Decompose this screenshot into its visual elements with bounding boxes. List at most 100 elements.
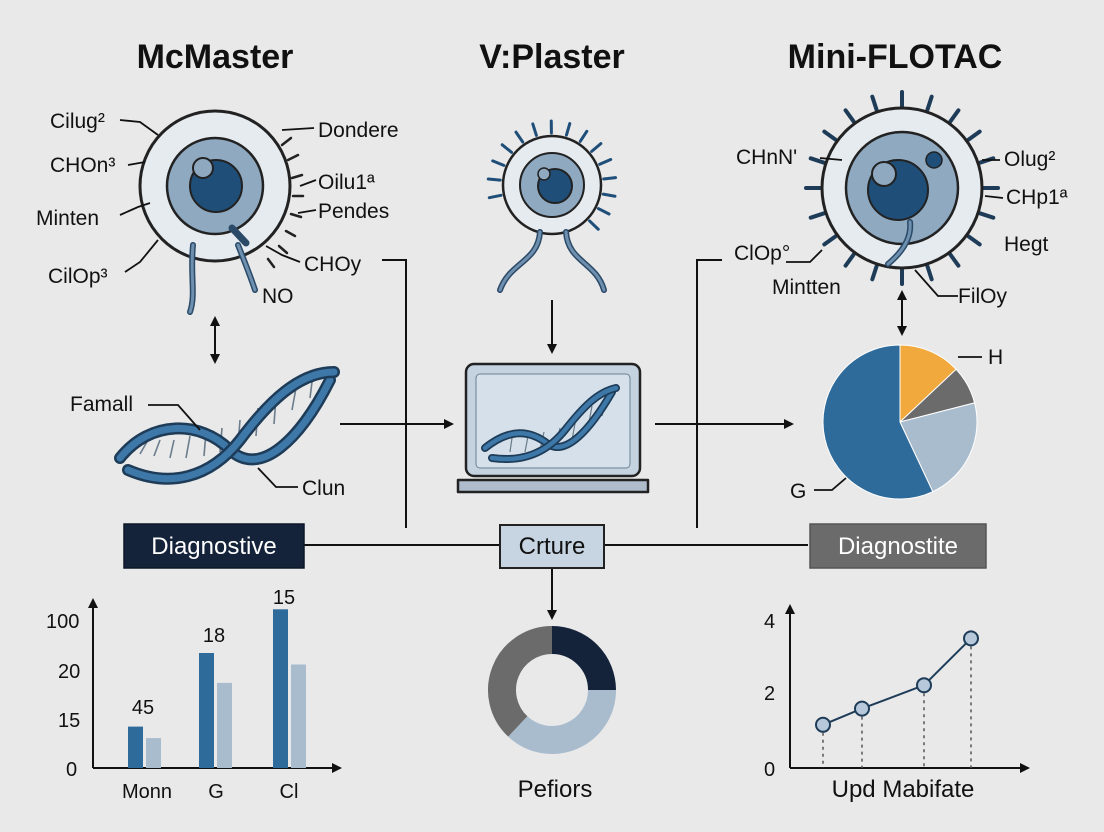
mcmaster-cell-illustration: [138, 109, 305, 315]
pie-slice-H: [899, 344, 957, 424]
cell-spike: [808, 156, 827, 165]
donut-label: Pefiors: [518, 776, 593, 803]
box-diagnostive: Diagnostive: [123, 523, 305, 569]
cell-spike: [578, 129, 589, 143]
dna-helix-illustration: [114, 366, 340, 485]
bar-light: [146, 738, 161, 768]
bar-light: [217, 682, 232, 768]
bar-y-tick-20: 20: [58, 661, 80, 683]
cell-spike: [596, 207, 611, 216]
donut-segment: [551, 626, 616, 691]
flotac-label-clop: ClOp°: [734, 242, 790, 265]
donut-chart: [488, 626, 616, 754]
cell-spike: [966, 129, 982, 142]
mcmaster-leader-lines: [119, 119, 317, 273]
cell-spike: [590, 142, 603, 153]
cell-spike: [822, 234, 838, 247]
bar-category-cl: Cl: [280, 781, 299, 803]
pie-label-h: H: [988, 346, 1003, 369]
cell-spike: [500, 143, 514, 154]
line-point: [916, 677, 932, 694]
flotac-label-chp1: CHp1ª: [1006, 186, 1068, 209]
cell-spike: [843, 108, 856, 124]
mcmaster-label-minten: Minten: [36, 207, 99, 230]
line-chart-xlabel: Upd Mabifate: [832, 776, 975, 803]
donut-segment: [488, 626, 553, 737]
cell-spike: [486, 177, 502, 182]
mcmaster-label-cilug: Cilug²: [50, 110, 105, 133]
pie-chart: [822, 344, 978, 500]
cell-spike: [808, 211, 827, 220]
dna-label-clun: Clun: [302, 477, 345, 500]
mcmaster-label-no: NO: [262, 285, 294, 308]
mini-flotac-leader-lines: [786, 157, 1004, 297]
bar-category-g: G: [208, 781, 224, 803]
donut-segment: [508, 689, 616, 754]
cell-spike: [925, 94, 934, 113]
bar-data-label-45: 45: [132, 697, 154, 719]
dna-leader-clun: [257, 467, 298, 488]
box-diagnostite-label: Diagnostite: [838, 533, 958, 560]
cell-spike: [977, 211, 996, 220]
bar-dark: [199, 653, 214, 768]
bar-dark: [273, 609, 288, 768]
cell-spike: [531, 122, 538, 137]
line-chart: 4 2 0 Upd Mabifate: [764, 604, 1030, 803]
line-series-path: [822, 637, 972, 726]
bar-dark: [128, 726, 143, 768]
mcmaster-label-chon: CHOn³: [50, 154, 115, 177]
cell-spike: [514, 130, 525, 144]
cell-spike: [491, 159, 506, 167]
box-diagnostive-label: Diagnostive: [151, 533, 276, 560]
connector-lines: [302, 259, 808, 546]
line-y-tick-0: 0: [764, 759, 775, 781]
bar-category-monn: Monn: [122, 781, 172, 803]
cell-spike: [487, 193, 503, 200]
cell-spike: [966, 234, 982, 247]
pie-slice-light: [899, 402, 978, 493]
mcmaster-label-oilu: Oilu1ª: [318, 171, 375, 194]
mcmaster-label-dondere: Dondere: [318, 119, 399, 142]
bar-y-tick-100: 100: [46, 611, 79, 633]
mcmaster-label-cilop: CilOp³: [48, 265, 108, 288]
line-y-tick-2: 2: [764, 683, 775, 705]
cell-spike: [870, 94, 879, 113]
cell-spike: [601, 192, 617, 198]
line-point: [854, 700, 870, 717]
cell-spike: [948, 252, 961, 268]
cell-spike: [822, 129, 838, 142]
bar-data-label-18: 18: [203, 625, 225, 647]
mini-flotac-cell-illustration: [804, 90, 1000, 286]
line-y-tick-4: 4: [764, 611, 775, 633]
bar-data-label-15: 15: [273, 587, 295, 609]
flotac-label-filoy: FilOy: [958, 285, 1007, 308]
pie-slice-G: [822, 344, 934, 500]
mcmaster-label-pendes: Pendes: [318, 200, 389, 223]
box-diagnostite: Diagnostite: [809, 523, 987, 569]
flotac-label-chnn: CHnN': [736, 146, 797, 169]
flotac-label-hegt: Hegt: [1004, 233, 1049, 256]
title-mini-flotac: Mini-FLOTAC: [788, 38, 1003, 76]
laptop-illustration: [456, 362, 650, 494]
cell-spike: [588, 219, 600, 231]
pie-label-g: G: [790, 480, 806, 503]
bar-chart: 100 20 15 0 Monn G Cl 45 18 15: [46, 587, 342, 803]
cell-spike: [564, 122, 572, 137]
bar-y-tick-15: 15: [58, 710, 80, 732]
flotac-label-olug: Olug²: [1004, 148, 1055, 171]
cell-spike: [870, 263, 879, 282]
line-point: [815, 716, 831, 733]
line-point: [963, 630, 979, 647]
bar-y-tick-0: 0: [66, 759, 77, 781]
title-mcmaster: McMaster: [137, 38, 294, 76]
cell-spike: [925, 263, 934, 282]
flotac-label-mintten: Mintten: [772, 276, 841, 299]
box-crture: Crture: [499, 524, 605, 569]
dna-label-famall: Famall: [70, 393, 133, 416]
cell-spike: [598, 158, 613, 166]
box-crture-label: Crture: [519, 533, 586, 560]
cell-spike: [602, 176, 618, 181]
title-vplaster: V:Plaster: [479, 38, 625, 76]
